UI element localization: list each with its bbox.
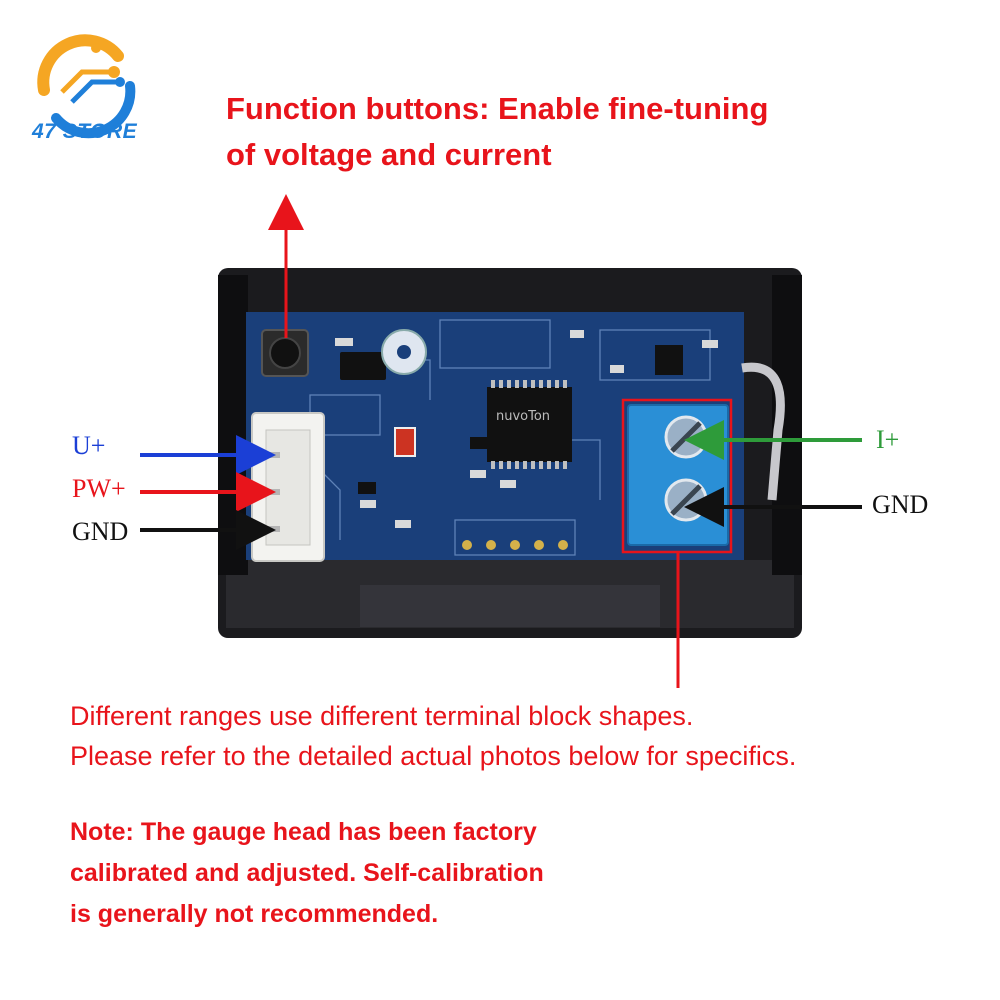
calibration-note-line-1: Note: The gauge head has been factory <box>70 818 537 846</box>
store-logo-text: 47 STORE <box>32 120 138 143</box>
label-u-plus: U+ <box>72 431 106 460</box>
ranges-note-line-2: Please refer to the detailed actual phot… <box>70 741 797 771</box>
calibration-note-line-2: calibrated and adjusted. Self-calibratio… <box>70 859 544 887</box>
chip-label: nuvoTon <box>496 409 550 424</box>
calibration-note-line-3: is generally not recommended. <box>70 900 439 928</box>
headline-line-2: of voltage and current <box>226 137 552 172</box>
label-i-plus: I+ <box>876 425 900 454</box>
label-pw-plus: PW+ <box>72 474 126 503</box>
store-logo-icon <box>37 34 136 139</box>
label-gnd-left: GND <box>72 517 129 546</box>
label-gnd-right: GND <box>872 490 929 519</box>
ranges-note-line-1: Different ranges use different terminal … <box>70 701 694 731</box>
headline-line-1: Function buttons: Enable fine-tuning <box>226 91 769 126</box>
microcontroller-chip <box>487 387 572 462</box>
